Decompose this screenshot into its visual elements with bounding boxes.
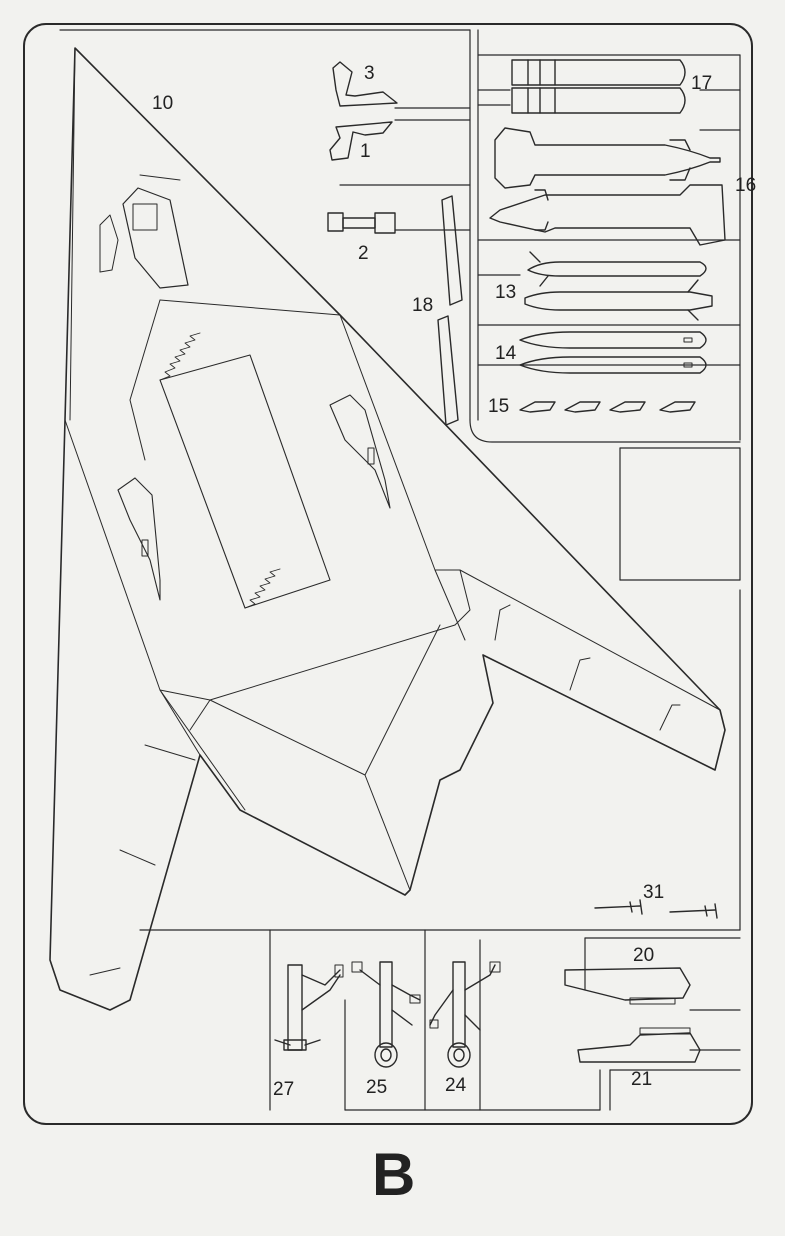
- part-label-24: 24: [445, 1075, 467, 1096]
- part-label-3: 3: [364, 63, 375, 84]
- part-label-25: 25: [366, 1077, 388, 1098]
- part-label-21: 21: [631, 1069, 653, 1090]
- part-label-18: 18: [412, 295, 434, 316]
- part-15-fins: [520, 402, 695, 412]
- part-14-bombs: [520, 332, 706, 373]
- part-label-14: 14: [495, 343, 517, 364]
- part-label-31: 31: [643, 882, 665, 903]
- sheet-letter: B: [372, 1141, 416, 1208]
- part-2: [328, 213, 395, 233]
- part-label-2: 2: [358, 243, 369, 264]
- part-label-13: 13: [495, 282, 517, 303]
- part-18: [438, 196, 462, 425]
- part-24-gear: [430, 962, 500, 1067]
- part-label-15: 15: [488, 396, 510, 417]
- part-label-16: 16: [735, 175, 757, 196]
- part-3: [333, 62, 397, 106]
- part-label-20: 20: [633, 945, 655, 966]
- part-10-wing: [50, 48, 725, 1010]
- part-27-gear: [275, 965, 343, 1050]
- sprue-frame: [24, 24, 752, 1124]
- part-17-tanks: [512, 60, 685, 113]
- part-1: [330, 122, 392, 160]
- part-25-gear: [352, 962, 420, 1067]
- part-16-stores: [490, 128, 725, 245]
- part-label-27: 27: [273, 1079, 295, 1100]
- part-label-17: 17: [691, 73, 713, 94]
- part-label-1: 1: [360, 141, 371, 162]
- part-label-10: 10: [152, 93, 174, 114]
- part-13-missiles: [525, 252, 712, 320]
- part-21: [578, 1028, 700, 1062]
- part-20: [565, 968, 690, 1004]
- part-31-pitots: [595, 900, 717, 918]
